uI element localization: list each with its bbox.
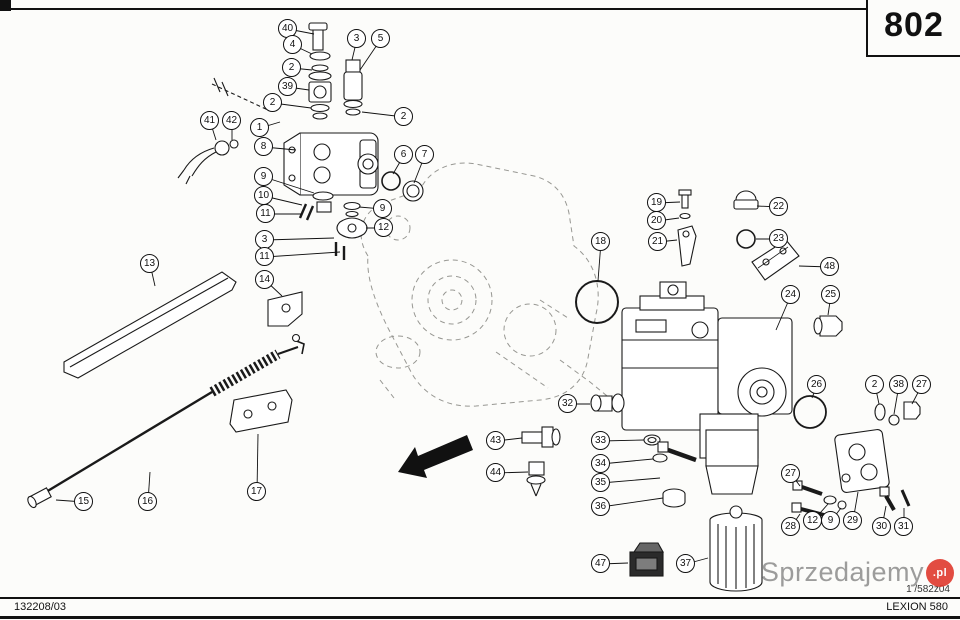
page-number: 802 — [884, 6, 944, 44]
o-ring-18 — [575, 280, 619, 324]
bracket-14 — [267, 291, 303, 327]
top-rule — [0, 8, 866, 10]
gear-pump-assembly — [211, 22, 424, 260]
filter-assembly — [643, 429, 763, 592]
direction-arrow — [398, 435, 473, 478]
cover-strip — [63, 271, 237, 379]
bracket-17 — [229, 389, 293, 433]
bottom-rule — [0, 597, 960, 599]
page-number-box-border — [866, 55, 960, 57]
sheet-reference: 1 /582z04 — [906, 584, 950, 595]
watermark-logo: .pl — [926, 558, 954, 587]
watermark-text: Sprzedajemy — [760, 557, 924, 587]
corner-mark — [0, 0, 11, 11]
sensor-connector — [177, 139, 239, 185]
document-code: 132208/03 — [14, 601, 66, 613]
connector-47 — [629, 542, 664, 577]
charge-pump-assembly — [791, 395, 921, 517]
hose-fittings — [521, 426, 561, 497]
model-name: LEXION 580 — [886, 601, 948, 613]
watermark: Sprzedajemy .pl — [761, 557, 954, 588]
bowden-cable — [27, 333, 305, 509]
bottom-edge-rule — [0, 616, 960, 619]
page-number-box-border — [866, 0, 868, 56]
hydrostatic-pump-assembly — [590, 189, 843, 459]
